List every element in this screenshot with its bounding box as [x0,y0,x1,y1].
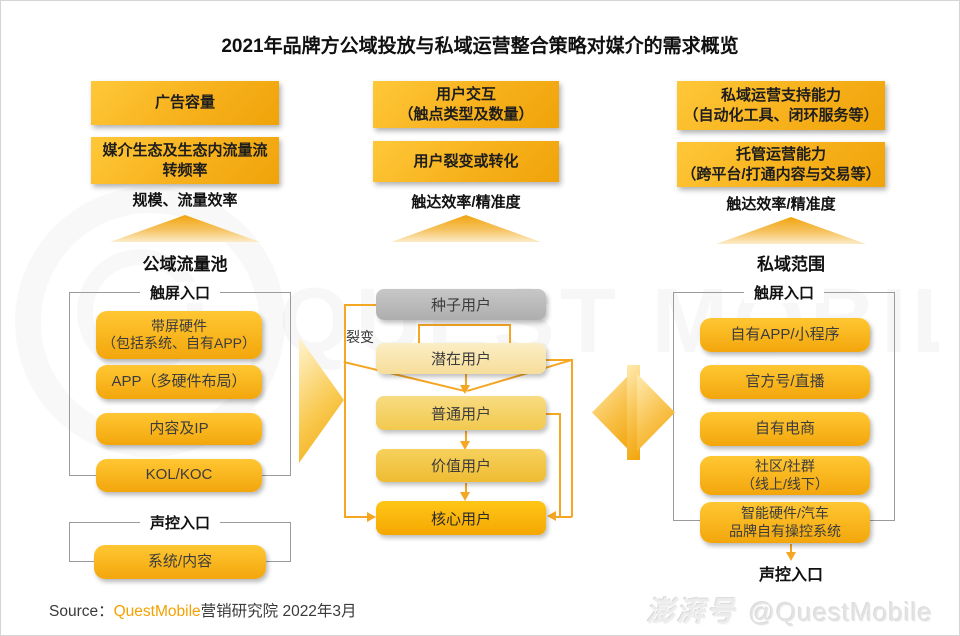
left-caption: 规模、流量效率 [132,192,238,209]
left-voice-channel-box: 系统/内容 [94,545,266,579]
private-pool-title: 私域范围 [757,255,825,274]
connector-line [790,544,792,553]
right-channel-box: 自有APP/小程序 [700,318,870,352]
user-box-seed: 种子用户 [376,289,546,320]
connector-line [344,304,378,306]
right-channel-box: 社区/社群 （线上/线下） [700,456,870,495]
page-title: 2021年品牌方公域投放与私域运营整合策略对媒介的需求概览 [221,36,739,57]
left-channel-box: KOL/KOC [96,459,262,492]
user-box-value: 价值用户 [376,449,546,482]
double-arrow-left-tip-icon [592,373,631,452]
connector-line [465,431,467,442]
left-voice-frame-label: 声控入口 [139,512,221,533]
right-channel-box: 自有电商 [700,412,870,446]
right-channel-box: 智能硬件/汽车 品牌自有操控系统 [700,502,870,543]
source-suffix: 营销研究院 2022年3月 [200,603,357,620]
connector-line [556,516,572,518]
connector-line [465,374,467,387]
middle-requirement-box-user-interaction: 用户交互 （触点类型及数量） [373,81,559,128]
arrowhead-down-icon [460,492,470,501]
source-brand: QuestMobile [113,603,201,620]
double-arrow-right-tip-icon [636,373,675,452]
pengpai-watermark: 澎湃号 @QuestMobile [647,590,933,630]
connector-line [344,304,346,517]
left-channel-box: APP（多硬件布局） [96,365,262,399]
arrowhead-down-icon [460,441,470,450]
arrowhead-down-icon [786,552,796,561]
right-touchscreen-frame-label: 触屏入口 [743,282,825,303]
middle-caption: 触达效率/精准度 [411,194,521,211]
right-requirement-box-private-support: 私域运营支持能力 （自动化工具、闭环服务等） [677,81,885,130]
arrowhead-down-icon [460,385,470,394]
connector-line [465,483,467,493]
up-triangle-icon [391,215,541,242]
middle-requirement-box-user-fission: 用户裂变或转化 [373,141,559,182]
left-requirement-box-ad-capacity: 广告容量 [91,81,279,125]
fission-label: 裂变 [346,329,374,345]
right-caption: 触达效率/精准度 [726,196,836,213]
right-requirement-box-managed-operation: 托管运营能力 （跨平台/打通内容与交易等） [677,142,885,187]
connector-line [546,413,560,415]
connector-line [546,359,572,361]
connector-line [344,516,368,518]
user-box-potential: 潜在用户 [376,343,546,374]
user-box-core: 核心用户 [376,501,546,535]
connector-line [418,324,509,326]
flow-arrow-funnel-private-bidirectional-icon [592,365,675,460]
source-prefix: Source： [49,603,114,620]
arrowhead-left-icon [547,511,556,521]
source-line: Source：QuestMobile营销研究院 2022年3月 [49,599,357,621]
public-pool-title: 公域流量池 [142,255,228,274]
right-voice-label: 声控入口 [758,567,823,584]
connector-line [559,413,561,517]
up-triangle-icon [716,217,866,244]
double-arrow-bar-icon [626,365,641,460]
left-channel-box: 带屏硬件 （包括系统、自有APP） [96,311,262,359]
pengpai-handle-watermark: @QuestMobile [748,597,933,627]
connector-line [571,359,573,517]
left-touchscreen-frame-label: 触屏入口 [139,282,221,303]
left-requirement-box-media-ecosystem: 媒介生态及生态内流量流 转频率 [91,137,279,184]
arrowhead-right-icon [367,512,376,522]
right-channel-box: 官方号/直播 [700,365,870,399]
left-channel-box: 内容及IP [96,413,262,445]
user-box-common: 普通用户 [376,396,546,430]
pengpai-platform-watermark: 澎湃号 [646,596,737,627]
